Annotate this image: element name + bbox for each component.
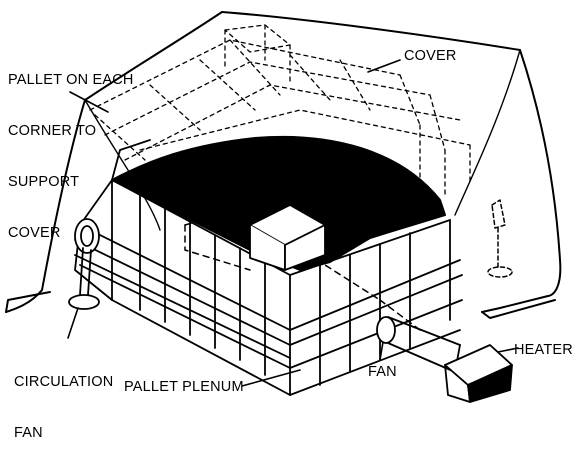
leader-fan xyxy=(379,341,384,361)
label-pallet-corner-line4: COVER xyxy=(8,225,61,241)
label-pallet-plenum: PALLET PLENUM xyxy=(124,379,244,395)
fan-duct xyxy=(376,316,461,373)
leader-circulation-fan xyxy=(67,307,79,339)
label-pallet-corner-line3: SUPPORT xyxy=(8,174,80,190)
label-pallet-corner-line1: PALLET ON EACH xyxy=(8,72,134,88)
heater-unit xyxy=(444,344,513,403)
top-pallet-grid xyxy=(89,24,471,196)
leader-pallet-corner xyxy=(69,91,109,113)
stack-top-dark xyxy=(111,135,446,271)
right-stand xyxy=(487,199,513,278)
pallet-heating-diagram xyxy=(5,11,562,403)
leader-pallet-plenum xyxy=(241,369,301,387)
top-small-box xyxy=(249,204,326,271)
leader-lines xyxy=(67,59,519,387)
label-heater: HEATER xyxy=(514,342,573,358)
label-pallet-corner: PALLET ON EACH CORNER TO SUPPORT COVER xyxy=(8,38,134,259)
leader-cover xyxy=(367,59,401,73)
label-pallet-corner-line2: CORNER TO xyxy=(8,123,97,139)
label-circulation-fan-line1: CIRCULATION xyxy=(14,374,114,390)
cover-sheet xyxy=(5,11,562,319)
label-circulation-fan-line2: FAN xyxy=(14,425,43,441)
leader-heater xyxy=(497,347,519,353)
label-circulation-fan: CIRCULATION FAN xyxy=(14,340,113,459)
circulation-fan xyxy=(68,218,100,310)
label-fan: FAN xyxy=(368,364,397,380)
label-cover: COVER xyxy=(404,48,457,64)
